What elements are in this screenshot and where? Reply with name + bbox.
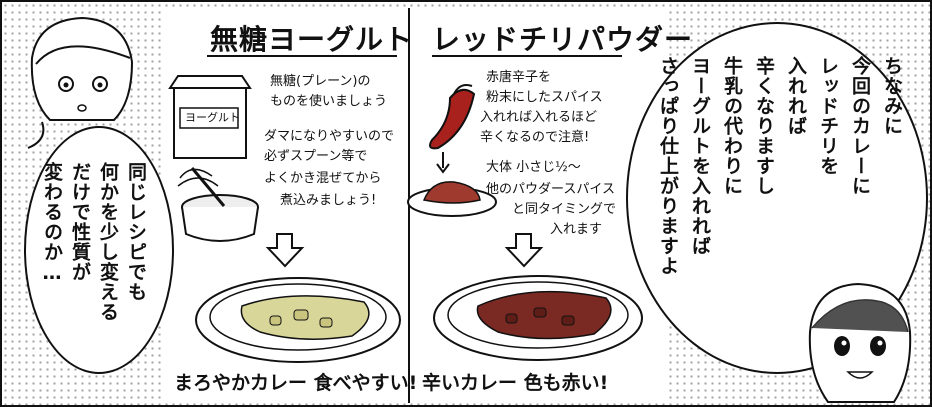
chili-note-line: 辛くなるので注意! xyxy=(480,130,590,145)
yogurt-note-line: よくかき混ぜてから xyxy=(264,171,382,186)
speech-line: 今回のカレーに xyxy=(849,56,871,196)
yogurt-note-line: ダマになりやすいので xyxy=(264,129,395,144)
speech-bubble-left xyxy=(24,126,174,374)
yogurt-note-line: 煮込みましょう! xyxy=(280,193,377,208)
yogurt-note-line: ものを使いましょう xyxy=(270,94,388,109)
chili-note-line: 他のパウダースパイス xyxy=(486,182,615,197)
title-unsweetened-yogurt: 無糖ヨーグルト xyxy=(210,23,414,56)
speech-text-left: 同じレシピでも 何かを少し変える だけで性質が 変わるのか… xyxy=(38,162,150,362)
chili-note-line: と同タイミングで xyxy=(512,202,617,217)
yogurt-note-line: 無糖(プレーン)の xyxy=(270,74,371,89)
chili-note-line: 入れます xyxy=(550,222,603,237)
speech-line: だけで性質が xyxy=(69,162,91,282)
speech-line: 入れれば xyxy=(785,56,807,136)
chili-note-line: 赤唐辛子を xyxy=(486,70,552,85)
speech-line: ちなみに xyxy=(881,56,903,136)
speech-line: 同じレシピでも xyxy=(125,162,147,302)
yogurt-container-label: ヨーグルト xyxy=(185,111,240,124)
yogurt-note-line: 必ずスプーン等で xyxy=(264,149,368,164)
speech-line: 何かを少し変える xyxy=(97,162,119,322)
title-underline-right xyxy=(432,55,622,57)
chili-note-line: 大体 小さじ½〜 xyxy=(486,160,581,175)
caption-mild-curry: まろやかカレー 食べやすい! xyxy=(174,372,418,394)
speech-line: 辛くなりますし xyxy=(753,56,775,196)
caption-spicy-curry: 辛いカレー 色も赤い! xyxy=(422,372,609,394)
speech-line: レッドチリを xyxy=(817,56,839,176)
speech-line: 牛乳の代わりに xyxy=(721,56,743,196)
speech-line: さっぱり仕上がりますよ xyxy=(657,56,679,276)
chili-note-line: 入れれば入れるほど xyxy=(480,110,598,125)
chili-note-line: 粉末にしたスパイス xyxy=(486,90,603,105)
speech-text-right: ちなみに 今回のカレーに レッドチリを 入れれば 辛くなりますし 牛乳の代わりに… xyxy=(652,56,908,348)
title-underline-left xyxy=(207,55,397,57)
speech-line: ヨーグルトを入れれば xyxy=(689,56,711,256)
speech-line: 変わるのか… xyxy=(41,162,63,285)
title-red-chili-powder: レッドチリパウダー xyxy=(432,23,694,56)
